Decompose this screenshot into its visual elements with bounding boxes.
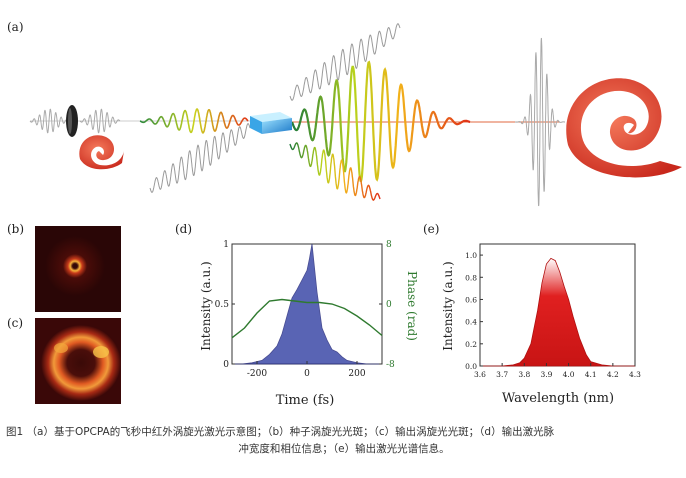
chart-pulse-duration: -200 0 200 0 0.5 1 -8 0 8 Intensity (a.u.) Phase…: [199, 240, 419, 408]
chart-e-xtick: 3.7: [496, 370, 508, 379]
chart-d-ytick: 0: [223, 360, 229, 370]
spectrum-area: [480, 257, 635, 367]
chart-e-xlabel: Wavelength (nm): [502, 391, 614, 406]
panel-label-b: (b): [7, 222, 25, 236]
waveform: [289, 23, 401, 101]
chart-e-ytick: 0.8: [465, 273, 477, 282]
chart-e-xtick: 3.6: [474, 370, 486, 379]
chart-d-xtick: 0: [304, 369, 310, 379]
crystal-icon: [250, 112, 292, 134]
panel-label-c: (c): [7, 316, 24, 330]
large-vortex-icon: [566, 78, 682, 178]
output-beam-spot: [35, 318, 121, 404]
chart-e-xtick: 3.9: [540, 370, 552, 379]
chart-e-ytick: 0.6: [465, 295, 477, 304]
chart-d-xtick: -200: [247, 369, 267, 379]
waveform: [139, 108, 249, 134]
pulse-waveforms: [29, 23, 565, 207]
seed-beam-spot: [35, 226, 121, 312]
panel-label-e: (e): [423, 222, 440, 236]
caption-line-1: 图1 （a）基于OPCPA的飞秒中红外涡旋光激光示意图；（b）种子涡旋光光斑；（…: [6, 426, 555, 438]
chart-e-xtick: 4.0: [563, 370, 575, 379]
small-vortex-icon: [79, 135, 125, 170]
waveform: [290, 60, 471, 183]
chart-d-y2label: Phase (rad): [405, 271, 419, 341]
chart-e-xtick: 4.3: [629, 370, 641, 379]
waveform: [289, 142, 381, 201]
chart-d-ytick: 0.5: [215, 300, 230, 310]
chart-e-ytick: 0.0: [465, 362, 477, 371]
chart-e-xtick: 3.8: [518, 370, 530, 379]
chart-d-ytick: 1: [223, 240, 229, 250]
chart-d-y2tick: -8: [386, 360, 395, 370]
waveform: [79, 108, 121, 134]
figure-caption: 图1 （a）基于OPCPA的飞秒中红外涡旋光激光示意图；（b）种子涡旋光光斑；（…: [6, 424, 682, 458]
chart-d-y2tick: 8: [386, 240, 392, 250]
panel-label-d: (d): [175, 222, 193, 236]
chart-d-y2tick: 0: [386, 300, 392, 310]
chart-d-xlabel: Time (fs): [276, 393, 335, 408]
chart-e-ytick: 0.2: [465, 340, 477, 349]
intensity-area: [232, 243, 382, 365]
chart-e-xtick: 4.2: [607, 370, 619, 379]
caption-line-2: 冲宽度和相位信息；（e）输出激光光谱信息。: [238, 443, 450, 455]
waveform: [29, 108, 69, 134]
chart-e-ytick: 0.4: [465, 318, 477, 327]
panel-label-a: (a): [7, 20, 24, 34]
opcpa-schematic: [29, 23, 682, 207]
chart-e-xtick: 4.1: [585, 370, 597, 379]
chart-e-ytick: 1.0: [465, 251, 477, 260]
chart-e-ylabel: Intensity (a.u.): [441, 261, 455, 350]
waveform: [149, 123, 251, 193]
chart-d-xtick: 200: [348, 369, 365, 379]
chart-d-ylabel: Intensity (a.u.): [199, 261, 213, 350]
chart-spectrum: 3.6 3.7 3.8 3.9 4.0 4.1 4.2 4.3 0.0 0.2 0.4 0.6 0.8 1…: [441, 243, 641, 406]
phase-line: [231, 298, 383, 339]
waveform: [515, 37, 565, 207]
